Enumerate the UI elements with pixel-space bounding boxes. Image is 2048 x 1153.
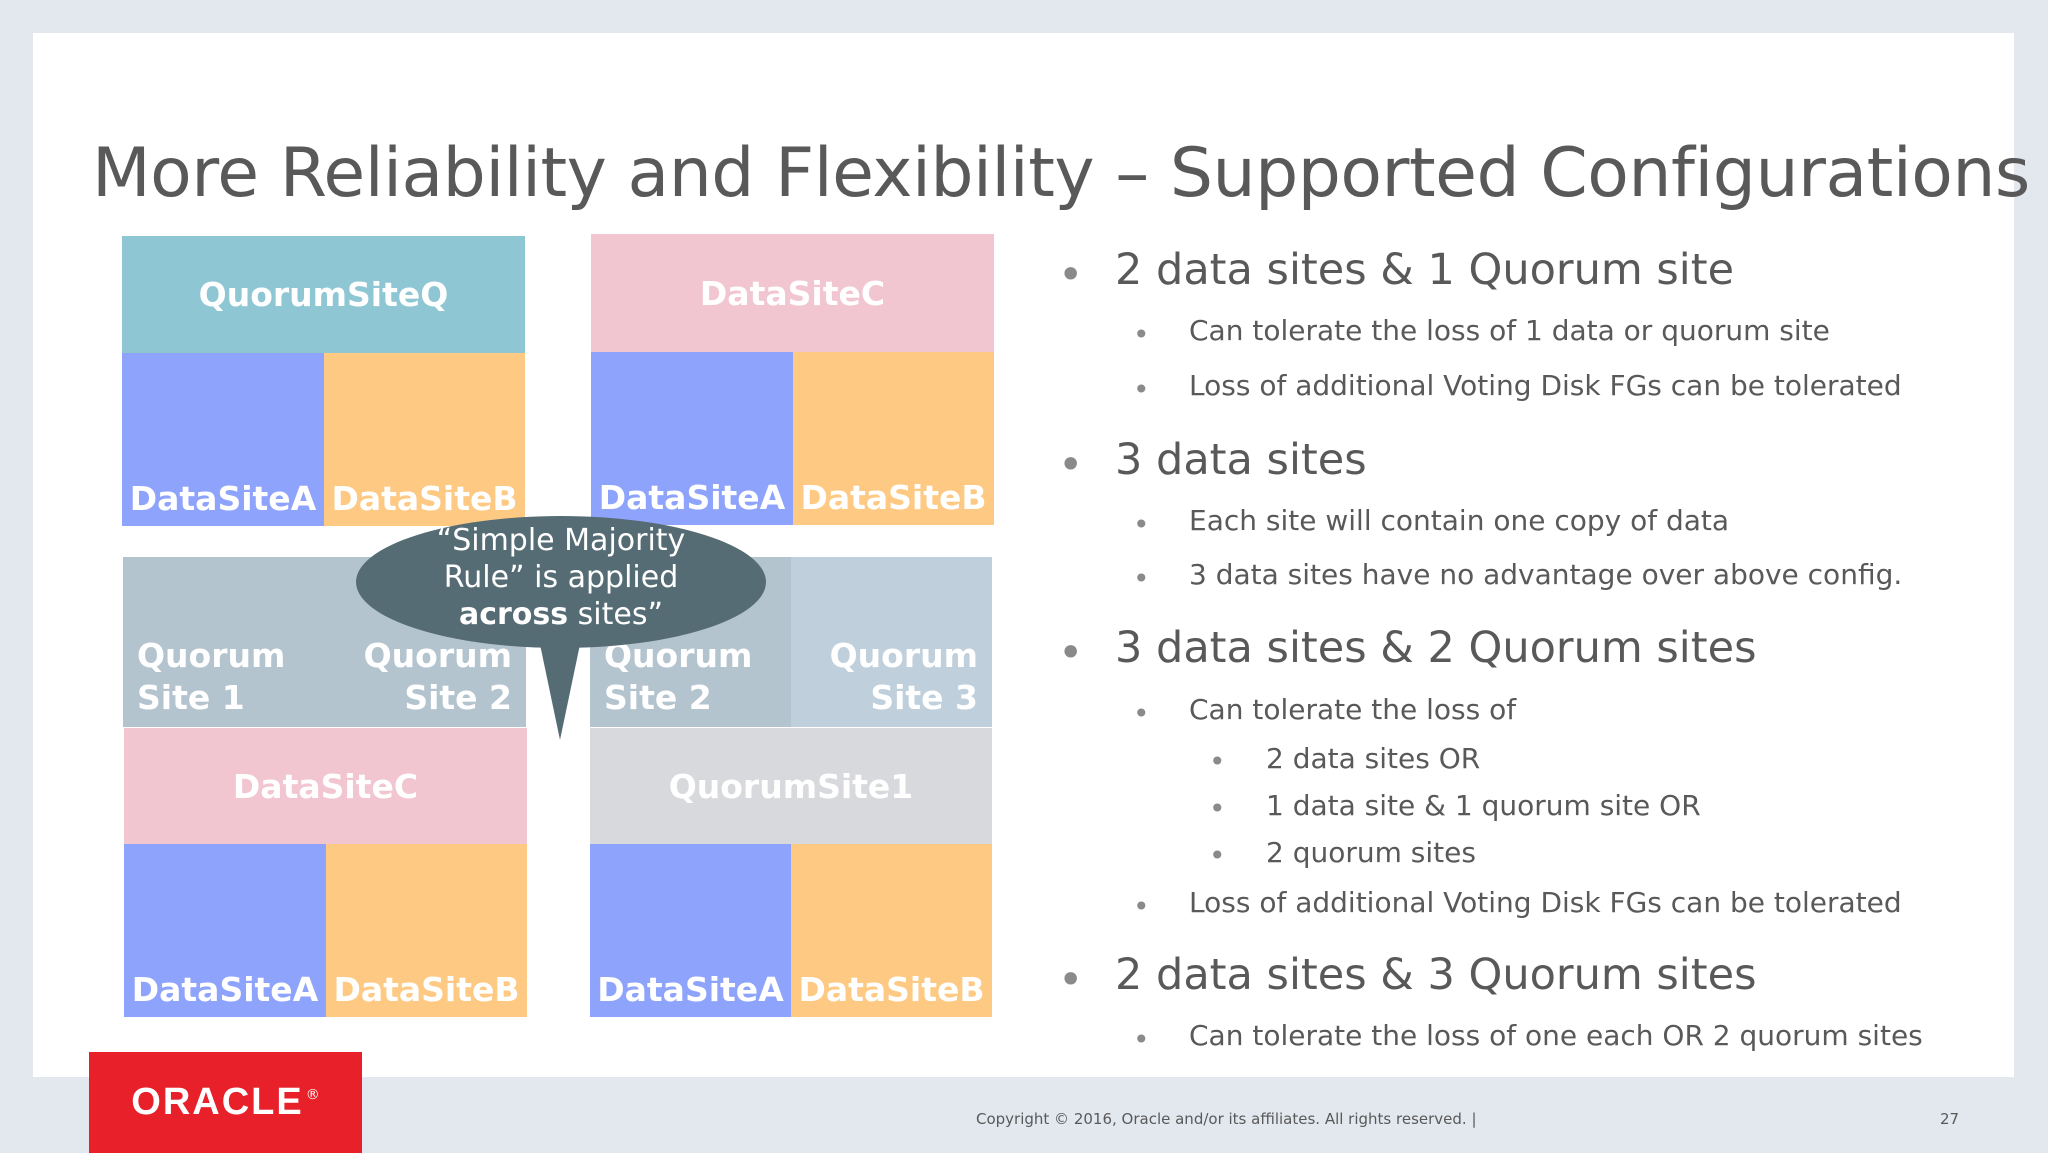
registered-mark: ® <box>305 1086 320 1103</box>
top-right-datasitea: DataSiteA <box>591 352 793 525</box>
bottom-left-datasitea: DataSiteA <box>124 844 326 1017</box>
top-left-datasiteb: DataSiteB <box>324 353 525 526</box>
bullet-marker: • <box>1058 628 1084 678</box>
quorum-label: Quorum <box>829 636 978 675</box>
bullet-marker: • <box>1133 562 1150 595</box>
bottom-right-datasitea: DataSiteA <box>590 844 791 1017</box>
quorum-label: Quorum <box>137 636 286 675</box>
bottom-right-datasiteb: DataSiteB <box>791 844 992 1017</box>
bullet-marker: • <box>1058 250 1084 300</box>
bullet-item: 1 data site & 1 quorum site OR <box>1266 789 1701 822</box>
bullet-item: 3 data sites have no advantage over abov… <box>1189 558 1903 591</box>
top-left-quorumsiteq: QuorumSiteQ <box>122 236 525 353</box>
bullet-marker: • <box>1133 890 1150 923</box>
bullet-item: Loss of additional Voting Disk FGs can b… <box>1189 886 1902 919</box>
bullet-marker: • <box>1209 745 1226 778</box>
top-right-datasiteb: DataSiteB <box>793 352 994 525</box>
bullet-item: Can tolerate the loss of 1 data or quoru… <box>1189 314 1830 347</box>
bullet-marker: • <box>1133 1023 1150 1056</box>
bullet-marker: • <box>1133 318 1150 351</box>
page-number: 27 <box>1940 1110 1960 1128</box>
bullet-item: Loss of additional Voting Disk FGs can b… <box>1189 369 1902 402</box>
bottom-right-quorum-site-3: Quorum Site 3 <box>791 557 992 727</box>
bottom-left-datasitec: DataSiteC <box>124 728 527 844</box>
callout-text: “Simple Majority Rule” is applied across… <box>356 522 766 633</box>
slide-title: More Reliability and Flexibility – Suppo… <box>92 134 2030 213</box>
bottom-left-datasiteb: DataSiteB <box>326 844 527 1017</box>
bullet-item: 2 data sites OR <box>1266 742 1481 775</box>
bullet-marker: • <box>1058 955 1084 1005</box>
bullet-marker: • <box>1209 792 1226 825</box>
bullet-item: 2 data sites & 1 Quorum site <box>1115 245 1735 295</box>
quorum-label: Site 3 <box>870 678 978 717</box>
bottom-left-quorum-site-1: Quorum Site 1 <box>123 557 325 727</box>
callout-bubble <box>356 516 766 648</box>
callout-tail <box>537 630 583 740</box>
quorum-label: Site 2 <box>604 678 712 717</box>
callout-line: across sites” <box>356 596 766 633</box>
bullet-marker: • <box>1133 697 1150 730</box>
bottom-right-quorumsite1: QuorumSite1 <box>590 728 992 844</box>
bullet-marker: • <box>1058 440 1084 490</box>
bullet-marker: • <box>1133 508 1150 541</box>
oracle-logo-text: ORACLE <box>131 1081 304 1123</box>
bullet-item: 2 quorum sites <box>1266 836 1476 869</box>
top-left-datasitea: DataSiteA <box>122 353 324 526</box>
top-right-datasitec: DataSiteC <box>591 234 994 352</box>
bullet-marker: • <box>1133 373 1150 406</box>
bullet-item: 2 data sites & 3 Quorum sites <box>1115 950 1757 1000</box>
bullet-item: Each site will contain one copy of data <box>1189 504 1730 537</box>
oracle-logo: ORACLE® <box>89 1052 362 1153</box>
callout-emphasis: across <box>458 597 569 632</box>
quorum-label: Site 1 <box>137 678 245 717</box>
callout-line: “Simple Majority <box>436 523 686 558</box>
bullet-marker: • <box>1209 839 1226 872</box>
callout-line: Rule” is applied <box>443 560 679 595</box>
callout-line-rest: sites” <box>568 597 664 632</box>
quorum-label: Site 2 <box>404 678 512 717</box>
bullet-item: Can tolerate the loss of <box>1189 693 1517 726</box>
bullet-item: 3 data sites & 2 Quorum sites <box>1115 623 1757 673</box>
bullet-item: Can tolerate the loss of one each OR 2 q… <box>1189 1019 1923 1052</box>
bullet-item: 3 data sites <box>1115 435 1367 485</box>
copyright-text: Copyright © 2016, Oracle and/or its affi… <box>976 1110 1477 1128</box>
